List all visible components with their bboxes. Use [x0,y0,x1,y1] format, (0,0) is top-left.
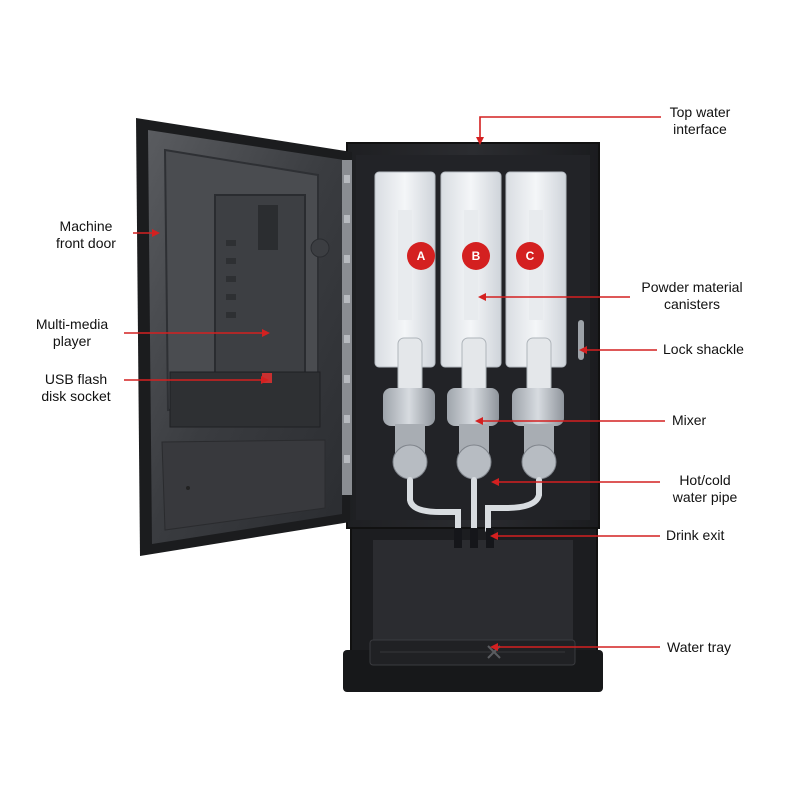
label-water-tray: Water tray [667,639,732,655]
lock-shackle [578,320,584,360]
mixer-b [447,337,499,480]
mixer-a [383,337,435,480]
water-tray [369,639,576,666]
label-lock-shackle: Lock shackle [663,341,744,357]
canister-badge-c: C [516,242,544,270]
canister-badge-c-text: C [526,249,535,263]
water-pipes [407,477,542,533]
canister-badge-a-text: A [417,249,426,263]
callout-lines [124,116,665,648]
machine-front-door [136,118,352,556]
canister-b [440,171,502,368]
canister-badge-b-text: B [472,249,481,263]
callout-top-water [479,116,661,143]
label-machine-front-door: Machine front door [56,218,116,251]
mixer-c [512,337,564,480]
label-drink-exit: Drink exit [666,527,725,543]
canister-a [374,171,436,368]
label-mixer: Mixer [672,412,707,428]
drink-exit-nozzles [454,528,494,548]
canister-badge-a: A [407,242,435,270]
usb-socket [169,371,321,428]
mixers [383,337,564,480]
canister-badges: A B C [407,242,544,270]
powder-canisters [374,171,567,368]
canister-badge-b: B [462,242,490,270]
multimedia-player [163,148,330,412]
label-water-pipe: Hot/cold water pipe [672,472,738,505]
callout-arrows [152,137,587,651]
label-top-water-interface: Top water interface [669,104,731,137]
label-usb-socket: USB flash disk socket [41,371,111,404]
label-multimedia-player: Multi-media player [35,316,109,349]
label-powder-canisters: Powder material canisters [641,279,743,312]
